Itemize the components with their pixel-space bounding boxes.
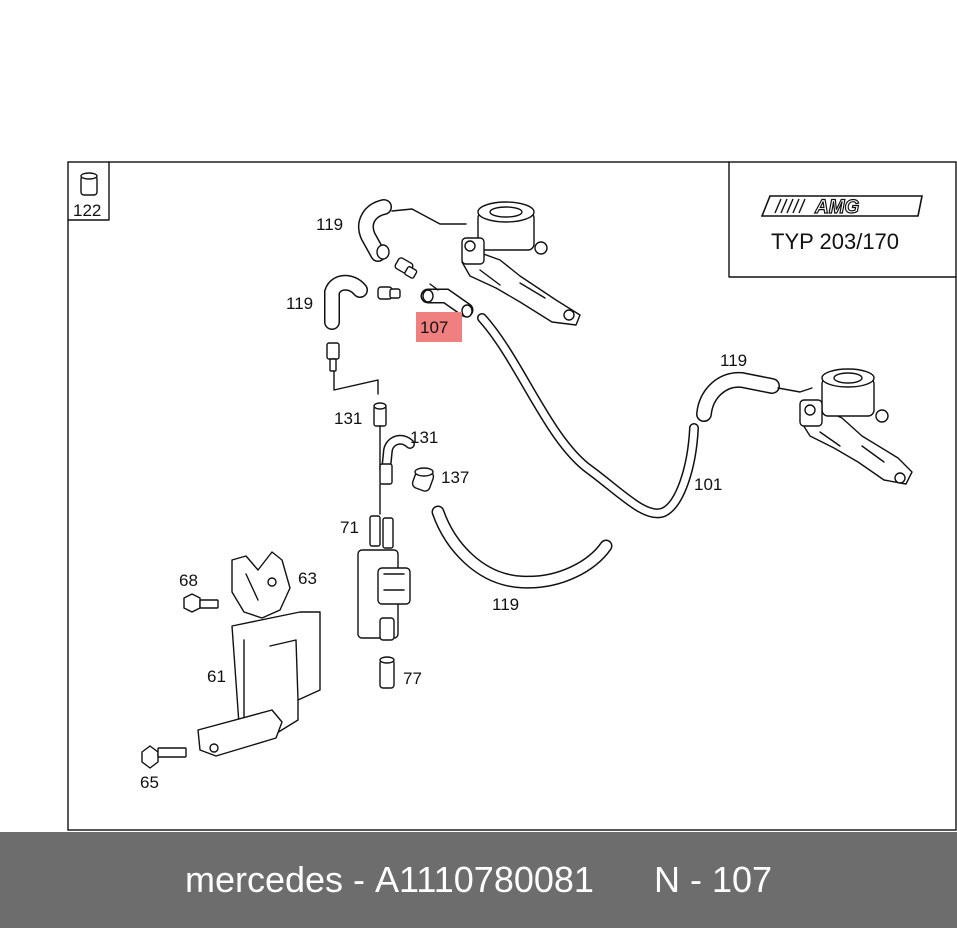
callout-71: 71: [340, 518, 359, 537]
hose-119-bottom: [431, 505, 613, 589]
footer-part-number: A1110780081: [375, 859, 594, 900]
type-box: AMG TYP 203/170: [728, 161, 957, 278]
screw-68: [183, 593, 219, 613]
callout-131-right: 131: [410, 428, 438, 447]
vacuum-unit-top: [461, 201, 581, 326]
connector-131: [373, 402, 415, 515]
footer-position-label: N - 107: [653, 859, 773, 900]
callout-119-top: 119: [316, 215, 343, 234]
part-77-cap: [379, 656, 395, 689]
diagram-frame: [67, 161, 957, 831]
small-connectors: [377, 257, 418, 300]
callout-61: 61: [207, 667, 226, 686]
amg-logo: AMG: [760, 195, 923, 219]
callout-131-left: 131: [334, 409, 362, 428]
footer-brand: mercedes: [184, 859, 344, 900]
callout-63: 63: [298, 569, 317, 588]
parts-diagram: 122 AMG TYP 203/170: [67, 161, 957, 831]
screw-65: [141, 745, 187, 769]
callout-77: 77: [403, 669, 422, 688]
leader-bracket: [333, 371, 379, 395]
highlight-label: 107: [420, 318, 448, 337]
footer-gap: [594, 859, 654, 901]
callout-68: 68: [179, 571, 198, 590]
part-137: [411, 467, 435, 492]
callout-137: 137: [441, 468, 469, 487]
hose-101: [477, 313, 699, 519]
callout-101: 101: [694, 475, 722, 494]
amg-logo-text: AMG: [814, 197, 860, 218]
callout-119-bottom: 119: [492, 595, 519, 614]
hose-119-top: [358, 199, 467, 262]
clip-63: [231, 551, 291, 619]
legend-part-label: 122: [73, 201, 101, 220]
hose-119-right: [696, 371, 813, 422]
callout-65: 65: [140, 773, 159, 792]
hose-119-left: [324, 274, 368, 330]
type-label: TYP 203/170: [771, 229, 899, 254]
part-71-valve: [357, 515, 411, 641]
vacuum-unit-right: [799, 368, 913, 485]
footer-bar: mercedes - A1110780081 N - 107: [0, 832, 957, 928]
hose-107-elbow: [420, 283, 474, 318]
footer-separator: -: [343, 859, 376, 900]
legend-box: 122: [67, 161, 110, 221]
bracket-61: [197, 611, 321, 757]
highlight-box: [416, 312, 462, 342]
connector-pin-left: [326, 342, 340, 372]
callout-119-left: 119: [286, 294, 313, 313]
callout-119-right: 119: [720, 351, 747, 370]
